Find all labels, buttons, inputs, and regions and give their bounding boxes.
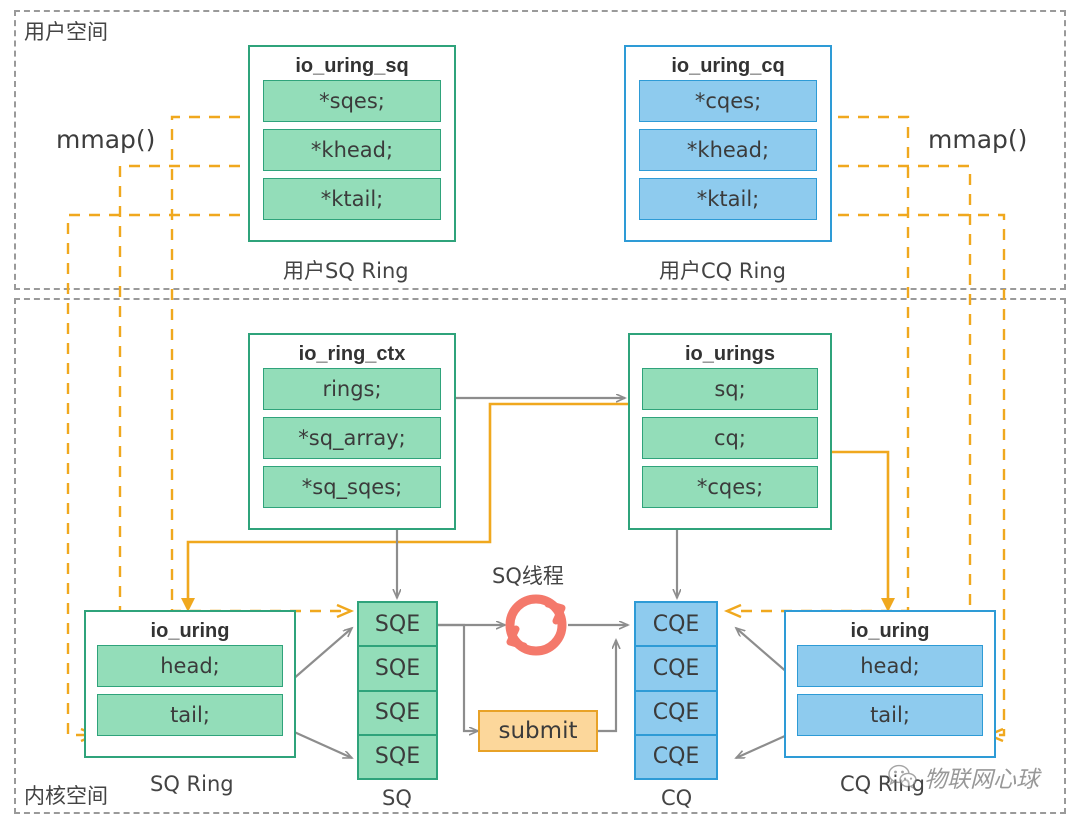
cqe-cell: CQE — [636, 647, 716, 692]
io-uring-cq-field-ktail: *ktail; — [639, 178, 817, 220]
sqe-to-submit-arrow — [438, 623, 478, 731]
io-ring-ctx-field-sq-array: *sq_array; — [263, 417, 441, 459]
kernel-space-label: 内核空间 — [24, 784, 108, 808]
mmap-sq-sqes-arrowhead — [336, 603, 355, 619]
user-space-label: 用户空间 — [24, 20, 108, 44]
io-uring-cq-title: io_uring_cq — [671, 55, 785, 77]
io-uring-sq-struct: io_uring_sq *sqes; *khead; *ktail; — [248, 45, 456, 242]
io-urings-struct: io_urings sq; cq; *cqes; — [628, 333, 832, 530]
io-uring-sq-title: io_uring_sq — [295, 55, 409, 77]
io-ring-ctx-field-rings: rings; — [263, 368, 441, 410]
io-uring-sq-field-khead: *khead; — [263, 129, 441, 171]
sq-ring-label: SQ Ring — [150, 772, 234, 796]
io-urings-field-cqes: *cqes; — [642, 466, 818, 508]
sqe-cell: SQE — [359, 692, 436, 736]
urings-sq-to-sqring-arrowhead — [181, 598, 195, 612]
user-sq-ring-label: 用户SQ Ring — [283, 259, 409, 283]
mmap-cq-cqes-arrowhead — [723, 603, 742, 619]
user-space-region — [14, 10, 1066, 290]
io-uring-cq-ring-title: io_uring — [850, 620, 930, 642]
sq-label: SQ — [382, 786, 412, 810]
mmap-sq-khead-link — [118, 164, 260, 660]
mmap-cq-cqes-link — [733, 115, 910, 613]
cq-ring-label: CQ Ring — [840, 772, 925, 796]
cq-stack: CQE CQE CQE CQE — [634, 601, 718, 780]
cq-label: CQ — [661, 786, 693, 810]
urings-cq-to-cqring-arrowhead — [881, 598, 895, 612]
io-uring-sq-ring-title: io_uring — [150, 620, 230, 642]
cqe-cell: CQE — [636, 603, 716, 648]
io-uring-sq-ring-field-head: head; — [97, 645, 283, 687]
mmap-left-label: mmap() — [56, 125, 156, 154]
mmap-cq-khead-link — [818, 164, 972, 660]
cqe-cell: CQE — [652, 744, 700, 770]
io-ring-ctx-title: io_ring_ctx — [298, 343, 406, 365]
kernel-space-region — [14, 298, 1066, 814]
io-uring-sq-field-ktail: *ktail; — [263, 178, 441, 220]
io-uring-cq-struct: io_uring_cq *cqes; *khead; *ktail; — [624, 45, 832, 242]
io-ring-ctx-struct: io_ring_ctx rings; *sq_array; *sq_sqes; — [248, 333, 456, 530]
io-urings-title: io_urings — [684, 343, 775, 365]
sq-stack: SQE SQE SQE SQE — [357, 601, 438, 780]
io-uring-cq-ring-field-tail: tail; — [797, 694, 983, 736]
io-uring-cq-field-cqes: *cqes; — [639, 80, 817, 122]
mmap-right-label: mmap() — [928, 125, 1028, 154]
sqe-cell: SQE — [359, 603, 436, 648]
io-uring-sq-field-sqes: *sqes; — [263, 80, 441, 122]
io-urings-field-cq: cq; — [642, 417, 818, 459]
submit-to-cqe-arrow — [598, 640, 616, 733]
urings-cq-to-cqring-link — [828, 450, 890, 600]
mmap-cq-ktail-link — [818, 213, 1006, 737]
cqe-cell: CQE — [636, 692, 716, 736]
io-ring-ctx-field-sq-sqes: *sq_sqes; — [263, 466, 441, 508]
io-urings-field-sq: sq; — [642, 368, 818, 410]
io-uring-cq-ring-struct: io_uring head; tail; — [784, 610, 996, 758]
sqe-cell: SQE — [374, 744, 421, 770]
submit-box[interactable]: submit — [478, 710, 598, 752]
urings-sq-to-sqring-link — [186, 402, 635, 600]
sqring-tail-to-sqe-arrow — [291, 729, 352, 760]
sqring-head-to-sqe-arrow — [291, 628, 352, 681]
user-cq-ring-label: 用户CQ Ring — [659, 259, 786, 283]
sq-thread-label: SQ线程 — [492, 564, 564, 588]
mmap-sq-ktail-link — [66, 213, 260, 737]
io-uring-cq-field-khead: *khead; — [639, 129, 817, 171]
io-uring-sq-ring-field-tail: tail; — [97, 694, 283, 736]
sqe-cell: SQE — [359, 647, 436, 692]
io-uring-cq-ring-field-head: head; — [797, 645, 983, 687]
sq-thread-icon — [505, 594, 567, 656]
io-uring-sq-ring-struct: io_uring head; tail; — [84, 610, 296, 758]
